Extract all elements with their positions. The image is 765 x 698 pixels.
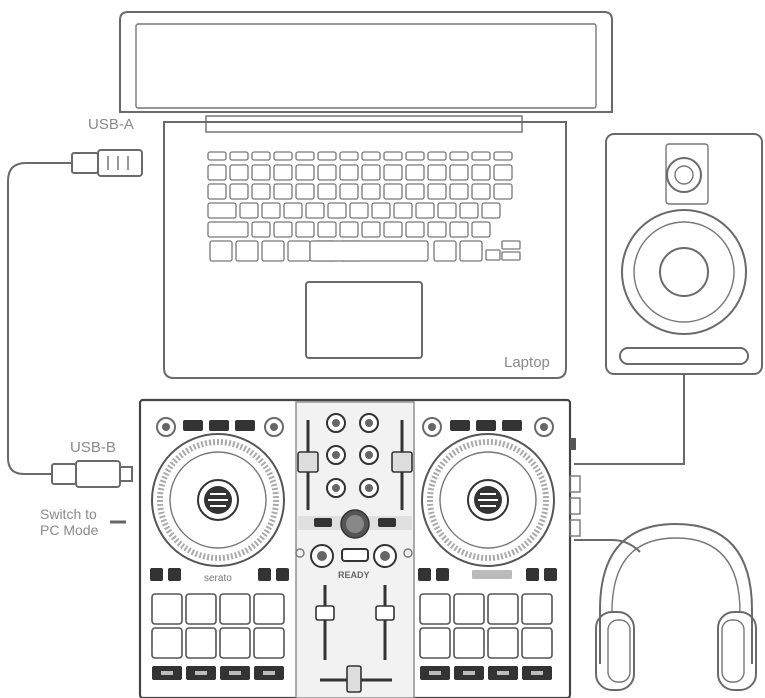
usb-b-plug-icon xyxy=(51,460,133,488)
usb-b-label: USB-B xyxy=(70,439,116,456)
right-performance-pads xyxy=(419,593,553,659)
laptop-label: Laptop xyxy=(504,354,550,371)
usb-a-plug-icon xyxy=(71,149,143,177)
headphones xyxy=(595,522,757,691)
usb-a-label: USB-A xyxy=(88,116,134,133)
speaker xyxy=(605,133,763,375)
laptop-trackpad xyxy=(305,281,423,359)
left-transport-buttons xyxy=(152,666,284,680)
laptop-keyboard xyxy=(207,151,521,262)
speaker-woofer xyxy=(621,209,747,335)
right-deck xyxy=(418,417,557,680)
usb-cable xyxy=(7,162,72,475)
speaker-cable xyxy=(574,374,685,465)
laptop: Laptop xyxy=(119,11,613,379)
laptop-screen xyxy=(119,11,613,113)
mixer-section: READY xyxy=(295,413,413,693)
headphone-cable xyxy=(574,539,641,553)
eq-knobs xyxy=(326,413,379,498)
laptop-base xyxy=(163,121,567,379)
ready-logo: READY xyxy=(338,570,370,580)
switch-label-line2: PC Mode xyxy=(40,522,99,538)
serato-logo: serato xyxy=(204,573,232,584)
right-transport-buttons xyxy=(420,666,552,680)
left-deck: serato xyxy=(150,417,289,680)
dj-controller: serato xyxy=(138,398,581,698)
switch-label-line1: Switch to xyxy=(40,506,97,522)
left-performance-pads xyxy=(151,593,285,659)
